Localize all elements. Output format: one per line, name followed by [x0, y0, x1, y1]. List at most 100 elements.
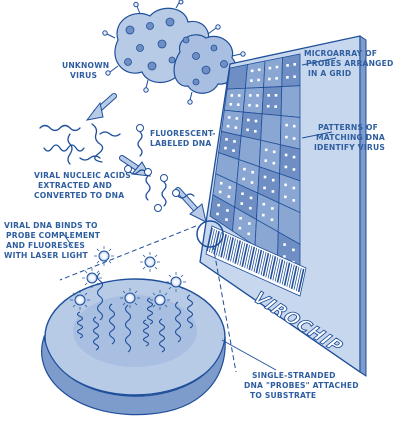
- probe-spot: [272, 161, 276, 165]
- svg-text:CONVERTED TO DNA: CONVERTED TO DNA: [34, 191, 124, 200]
- probe-spot: [228, 186, 232, 189]
- probe-spot: [234, 126, 238, 129]
- probe-spot: [235, 117, 239, 120]
- label-viral-nucleic: VIRAL NUCLEIC ACIDS EXTRACTED AND CONVER…: [34, 171, 131, 200]
- extracted-dna-strands: [39, 123, 121, 165]
- probe-spot: [293, 63, 296, 66]
- svg-text:FLUORESCENT-: FLUORESCENT-: [150, 129, 216, 138]
- fluorescent-tag: [74, 294, 86, 306]
- probe-spot: [257, 78, 260, 82]
- probe-spot: [216, 212, 219, 216]
- magnified-probe-view: [41, 220, 237, 416]
- probe-spot: [271, 178, 275, 182]
- dna-probe: [186, 294, 194, 329]
- svg-text:LABELED DNA: LABELED DNA: [150, 139, 211, 148]
- probe-spot: [254, 129, 257, 133]
- probe-spot: [217, 203, 220, 207]
- svg-text:MATCHING DNA: MATCHING DNA: [316, 133, 385, 142]
- label-single-stranded: SINGLE-STRANDED DNA "PROBES" ATTACHED TO…: [244, 371, 359, 400]
- probe-spot: [292, 137, 296, 140]
- probe-spot: [225, 138, 228, 141]
- probe-cell: [260, 113, 282, 146]
- dna-probe: [142, 319, 150, 347]
- svg-text:DNA "PROBES" ATTACHED: DNA "PROBES" ATTACHED: [244, 381, 359, 390]
- probe-spot: [283, 243, 286, 246]
- leader-lines: [61, 57, 337, 371]
- probe-spot: [283, 255, 286, 258]
- probe-cell: [240, 111, 263, 141]
- svg-text:PATTERNS OF: PATTERNS OF: [318, 123, 378, 132]
- probe-spot: [254, 119, 258, 123]
- probe-spot: [242, 177, 245, 181]
- probe-spot: [247, 118, 250, 122]
- dna-probes: [76, 272, 194, 353]
- svg-text:VIRUS: VIRUS: [70, 71, 97, 80]
- probe-cell: [244, 60, 266, 89]
- probe-spot: [286, 76, 289, 79]
- label-binds: VIRAL DNA BINDS TO PROBE COMPLEMENT AND …: [4, 221, 101, 260]
- probe-spot: [275, 65, 279, 69]
- probe-spot: [219, 181, 223, 185]
- fluorescent-labeled-dna: [124, 124, 195, 212]
- probe-spot: [293, 75, 296, 78]
- svg-text:VIRAL NUCLEIC ACIDS: VIRAL NUCLEIC ACIDS: [34, 171, 131, 180]
- probe-cell: [223, 87, 246, 113]
- svg-text:IN A GRID: IN A GRID: [308, 69, 351, 78]
- probe-spot: [218, 190, 222, 194]
- probe-spot: [274, 94, 278, 97]
- label-microarray: MICROARRAY OF PROBES ARRANGED IN A GRID: [304, 49, 393, 78]
- probe-cell: [261, 86, 283, 117]
- probe-spot: [292, 124, 296, 128]
- probe-spot: [224, 146, 227, 150]
- probe-spot: [264, 148, 268, 152]
- probe-spot: [262, 202, 266, 206]
- probe-spot: [266, 104, 270, 108]
- svg-text:VIRAL DNA BINDS TO: VIRAL DNA BINDS TO: [4, 221, 98, 230]
- probe-spot: [250, 181, 254, 184]
- probe-spot: [250, 79, 253, 82]
- probe-spot: [271, 207, 274, 210]
- probe-spot: [240, 202, 244, 205]
- probe-spot: [267, 94, 270, 97]
- probe-spot: [225, 218, 228, 221]
- svg-text:MICROARRAY OF: MICROARRAY OF: [304, 49, 377, 58]
- probe-spot: [262, 213, 265, 217]
- probe-spot: [239, 216, 242, 220]
- probe-spot: [233, 140, 236, 143]
- probe-spot: [249, 206, 252, 210]
- dna-probe: [96, 272, 104, 321]
- probe-spot: [286, 64, 289, 67]
- dna-probe: [174, 301, 182, 343]
- probe-spot: [274, 105, 277, 108]
- probe-spot: [248, 94, 252, 97]
- fluorescent-tag: [86, 272, 98, 284]
- probe-spot: [275, 77, 278, 80]
- probe-cell: [281, 53, 301, 87]
- magnifier-ring: [196, 220, 224, 248]
- probe-cell: [242, 87, 264, 115]
- probe-spot: [271, 190, 275, 193]
- svg-text:WITH LASER LIGHT: WITH LASER LIGHT: [4, 251, 88, 260]
- fluorescent-tag: [144, 256, 156, 268]
- probe-spot: [292, 186, 296, 190]
- dna-probe: [124, 304, 132, 353]
- fluorescent-tag: [170, 276, 182, 288]
- svg-text:IDENTIFY VIRUS: IDENTIFY VIRUS: [314, 143, 385, 152]
- probe-spot: [226, 209, 229, 212]
- probe-spot: [292, 199, 296, 202]
- probe-spot: [272, 150, 276, 154]
- fluorescing-dna: [70, 246, 186, 310]
- dna-probe: [108, 303, 116, 345]
- probe-spot: [243, 167, 246, 171]
- dna-probe: [92, 316, 100, 351]
- probe-spot: [248, 222, 251, 225]
- probe-spot: [264, 159, 268, 162]
- probe-spot: [255, 104, 259, 107]
- probe-spot: [227, 195, 231, 198]
- probe-spot: [232, 149, 235, 152]
- probe-spot: [270, 218, 274, 222]
- probe-spot: [284, 183, 287, 187]
- dna-probe: [146, 297, 154, 325]
- svg-text:SINGLE-STRANDED: SINGLE-STRANDED: [252, 371, 336, 380]
